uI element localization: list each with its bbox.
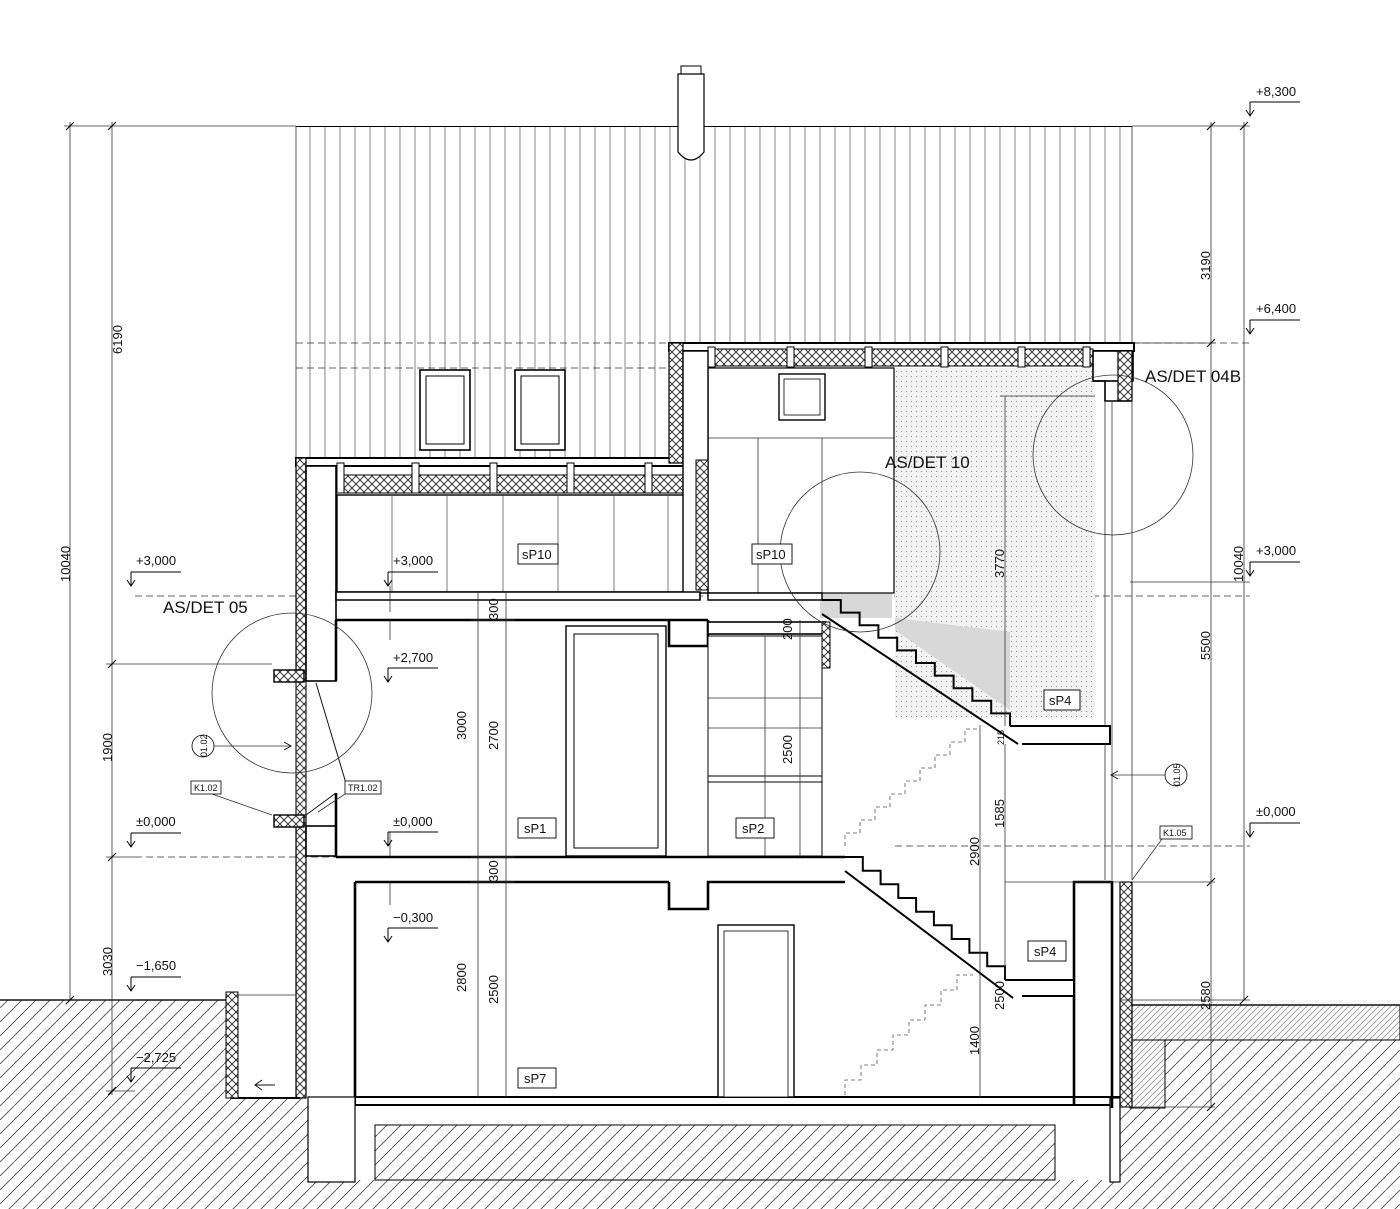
dim-1900: 1900 xyxy=(100,733,115,762)
level-left-m2725: −2,725 xyxy=(136,1050,176,1065)
room-tag: sP4 xyxy=(1027,940,1067,962)
floor-slab-ground xyxy=(334,793,845,1098)
roof-window xyxy=(419,369,471,451)
roof-cladding xyxy=(309,126,1121,458)
room-tag: sP10 xyxy=(517,543,559,565)
level-left-m1650: −1,650 xyxy=(136,958,176,973)
detail-circle-05 xyxy=(211,612,373,774)
element-tag-tr102: TR1.02 xyxy=(317,780,382,813)
dim-10040-left: 10040 xyxy=(58,546,73,582)
dimension-lines-right xyxy=(979,121,1250,1112)
dim-1400: 1400 xyxy=(967,1026,982,1055)
window-tag-0105: 01.05 xyxy=(1109,763,1188,787)
level-left-3000: +3,000 xyxy=(136,553,176,568)
dim-2900: 2900 xyxy=(967,837,982,866)
svg-text:TR1.02: TR1.02 xyxy=(348,783,378,793)
ground-hatch xyxy=(0,999,1400,1209)
dim-10040-right: 10040 xyxy=(1231,546,1246,582)
dimension-lines-interior xyxy=(389,586,801,1098)
svg-text:01.02: 01.02 xyxy=(199,734,209,757)
floor-slab-upper xyxy=(334,591,831,681)
svg-text:sP10: sP10 xyxy=(522,547,552,562)
callout-det10: AS/DET 10 xyxy=(885,453,970,472)
staircase-upper xyxy=(821,599,1019,846)
level-in-3000: +3,000 xyxy=(393,553,433,568)
room-tag: sP7 xyxy=(517,1067,557,1089)
landing-upper xyxy=(1010,725,1111,745)
dim-2580: 2580 xyxy=(1198,981,1213,1010)
attic-volume-right xyxy=(668,342,1135,594)
dim-215: 215 xyxy=(996,730,1006,745)
svg-text:sP2: sP2 xyxy=(742,821,764,836)
level-markers xyxy=(126,101,1300,1083)
glazed-door xyxy=(565,625,667,857)
callout-det04b: AS/DET 04B xyxy=(1145,367,1241,386)
dim-300-top: 300 xyxy=(486,598,501,620)
dim-3030: 3030 xyxy=(100,947,115,976)
level-in-m0300: −0,300 xyxy=(393,910,433,925)
svg-text:sP7: sP7 xyxy=(524,1071,546,1086)
dim-2500-stair: 2500 xyxy=(992,981,1007,1010)
dim-2700: 2700 xyxy=(486,721,501,750)
svg-text:sP4: sP4 xyxy=(1034,944,1056,959)
dim-3190: 3190 xyxy=(1198,251,1213,280)
svg-text:sP4: sP4 xyxy=(1049,693,1071,708)
svg-text:sP1: sP1 xyxy=(524,821,546,836)
svg-text:K1.05: K1.05 xyxy=(1163,828,1187,838)
dim-300-mid: 300 xyxy=(486,860,501,882)
exterior-wall-right xyxy=(668,342,1134,880)
detail-circle-04b xyxy=(1032,374,1194,536)
svg-text:K1.02: K1.02 xyxy=(194,783,218,793)
window-tag-0102: 01.02 xyxy=(191,734,293,758)
roof-window xyxy=(514,369,566,451)
dim-2500-mid: 2500 xyxy=(780,735,795,764)
level-in-0000: ±0,000 xyxy=(393,814,433,829)
level-right-3000: +3,000 xyxy=(1256,543,1296,558)
staircase-lower xyxy=(844,856,1014,1095)
dim-2800: 2800 xyxy=(454,963,469,992)
dim-2500-base: 2500 xyxy=(486,975,501,1004)
dim-200: 200 xyxy=(780,618,795,640)
dim-3770: 3770 xyxy=(992,549,1007,578)
level-right-0000: ±0,000 xyxy=(1256,804,1296,819)
element-tag-k102: K1.02 xyxy=(190,780,273,816)
chimney xyxy=(677,65,705,161)
level-eave: +6,400 xyxy=(1256,301,1296,316)
room-tag: sP4 xyxy=(1043,689,1081,711)
room-tag: sP10 xyxy=(751,543,793,565)
svg-text:sP10: sP10 xyxy=(756,547,786,562)
landing-lower xyxy=(1005,979,1075,997)
level-in-2700: +2,700 xyxy=(393,650,433,665)
dim-3000: 3000 xyxy=(454,711,469,740)
exterior-wall-left xyxy=(273,457,349,1099)
room-tag: sP1 xyxy=(517,817,557,839)
callout-det05: AS/DET 05 xyxy=(163,598,248,617)
svg-text:01.05: 01.05 xyxy=(1172,763,1182,786)
room-tag: sP2 xyxy=(735,817,775,839)
dim-1585: 1585 xyxy=(992,799,1007,828)
level-top-ridge: +8,300 xyxy=(1256,84,1296,99)
dimension-lines-left xyxy=(64,121,296,1096)
level-left-0000: ±0,000 xyxy=(136,814,176,829)
dim-6190: 6190 xyxy=(110,325,125,354)
attic-volume-left xyxy=(295,457,697,593)
element-tag-k105: K1.05 xyxy=(1131,825,1193,881)
dim-5500: 5500 xyxy=(1198,631,1213,660)
basement-volume xyxy=(225,880,1133,1183)
